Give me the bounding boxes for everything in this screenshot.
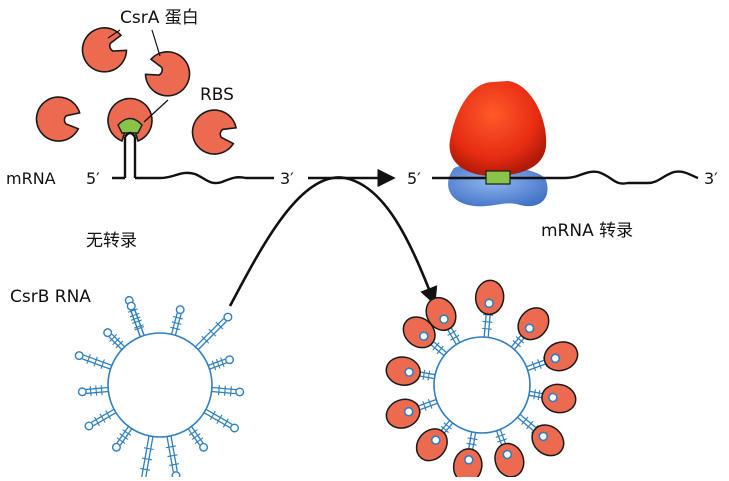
- csra-protein-bound: [415, 428, 448, 462]
- csrb-stem-loop: [170, 305, 185, 336]
- label-rbs: RBS: [200, 85, 234, 105]
- rbs-stem-loop: [123, 131, 137, 178]
- csrb-stem-loop: [103, 328, 126, 351]
- csrb-stem-loop: [385, 356, 436, 386]
- label-three-prime-left: 3′: [280, 169, 294, 188]
- csra-protein-bound: [494, 442, 525, 478]
- csra-protein: [75, 21, 133, 79]
- ribosome-small-subunit: [448, 164, 548, 207]
- leader-line: [151, 29, 161, 57]
- mrna-strand-left: [112, 171, 274, 185]
- csrb-loop: [74, 351, 84, 361]
- csrb-loop: [175, 305, 185, 315]
- csrb-loop: [111, 442, 121, 452]
- csrb-stem-loop: [474, 279, 505, 338]
- csra-protein-bound: [385, 356, 421, 386]
- csrb-loop: [235, 387, 245, 397]
- csrb-stem-loop: [385, 398, 438, 429]
- leader-line: [107, 29, 121, 39]
- csra-protein: [33, 94, 82, 144]
- csrb-stem-loop: [528, 383, 577, 414]
- csrb-loop: [84, 421, 94, 431]
- csrb-stem-loop: [187, 426, 209, 452]
- csrb-stem-loop: [77, 385, 109, 397]
- csrb-stem-loop: [124, 295, 145, 338]
- csra-protein: [139, 45, 197, 103]
- csrb-loop: [225, 355, 235, 365]
- csra-protein-bound: [385, 398, 421, 429]
- csrb-rna-sequestering-csra: [385, 279, 579, 481]
- csrb-stem-loop: [494, 429, 525, 478]
- csrb-loop: [77, 387, 87, 397]
- csra-protein-bound: [531, 424, 565, 457]
- label-csrb-rna: CsrB RNA: [10, 287, 91, 307]
- csrb-stem-loop: [452, 431, 483, 481]
- csra-protein-bound: [425, 296, 457, 332]
- label-five-prime-left: 5′: [86, 169, 100, 188]
- csra-protein-bound: [543, 341, 579, 372]
- label-mrna-transcription: mRNA 转录: [541, 221, 633, 241]
- csrb-backbone: [433, 336, 531, 434]
- label-csra-protein: CsrA 蛋白: [120, 8, 199, 28]
- label-five-prime-right: 5′: [407, 169, 421, 188]
- csra-protein-bound: [541, 383, 577, 414]
- csrb-stem-loop: [126, 301, 145, 338]
- csrb-loop: [229, 423, 239, 433]
- csrb-loop: [171, 471, 181, 481]
- csrb-stem-loop: [415, 420, 454, 462]
- csrb-stem-loop: [138, 435, 154, 481]
- csrb-loop: [103, 328, 113, 338]
- csrb-stem-loop: [425, 296, 461, 345]
- leader-line: [143, 99, 169, 123]
- csra-protein-bound: [452, 448, 483, 481]
- csrb-loop: [126, 301, 136, 311]
- csrb-loop: [223, 312, 233, 322]
- csrb-backbone: [107, 332, 213, 438]
- csrb-stem-loop: [111, 426, 133, 452]
- rbs-site-right: [485, 170, 511, 185]
- csrb-stem-loop: [84, 408, 117, 431]
- label-mrna: mRNA: [6, 169, 56, 188]
- mrna-strand-right: [432, 170, 699, 185]
- csrb-stem-loop: [211, 385, 245, 397]
- csrb-loop: [199, 442, 209, 452]
- ribosome-large-subunit: [449, 81, 547, 176]
- csrb-stem-loop: [207, 355, 235, 371]
- csrb-stem-loop: [203, 408, 239, 433]
- csra-protein-bound: [474, 279, 505, 316]
- csrb-stem-loop: [517, 413, 565, 457]
- csra-bound-rbs: [107, 97, 153, 178]
- ribosome: [448, 81, 548, 207]
- csrb-stem-loop: [526, 341, 579, 372]
- csrb-stem-loop: [510, 307, 550, 350]
- csra-protein: [188, 105, 240, 159]
- rbs-site: [117, 117, 143, 134]
- label-three-prime-right: 3′: [704, 169, 718, 188]
- csrb-stem-loop: [165, 435, 181, 481]
- csra-protein-bound: [517, 307, 550, 341]
- csra-protein-bound: [402, 316, 436, 349]
- csrb-rna-free: [74, 295, 245, 481]
- label-no-transcription: 无转录: [86, 231, 137, 251]
- csrb-stem-loop: [74, 351, 113, 370]
- sequestration-arrow: [228, 176, 438, 307]
- csrb-stem-loop: [402, 316, 447, 357]
- csrb-stem-loop: [194, 312, 233, 351]
